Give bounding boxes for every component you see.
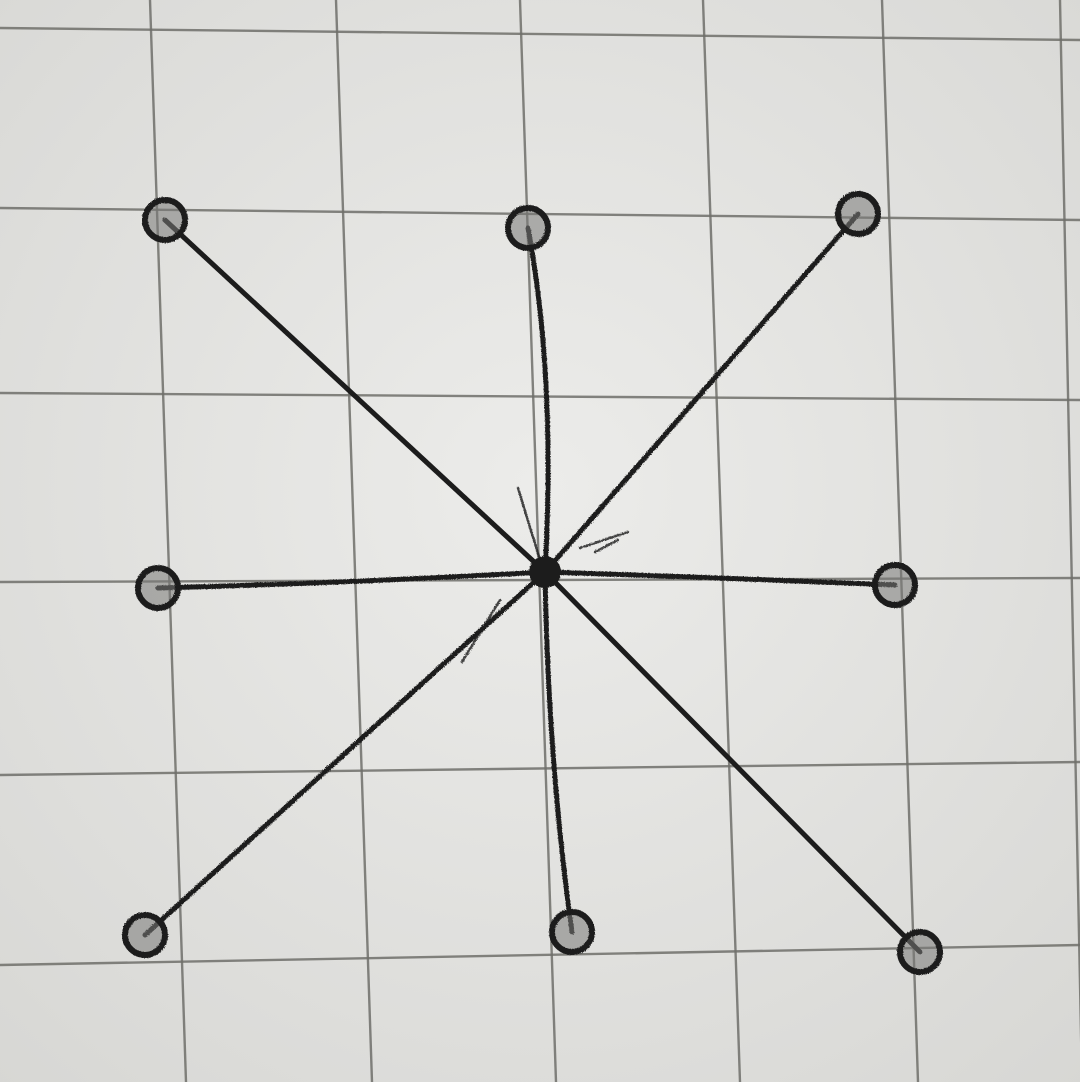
edge-c-n <box>525 225 551 575</box>
grid-line-horizontal <box>0 26 1080 42</box>
node-center-junction <box>529 556 561 588</box>
pencil-stroke <box>593 538 620 554</box>
edge-c-ne <box>542 211 861 575</box>
grid-line-vertical <box>701 0 742 1082</box>
node-nw <box>142 197 188 243</box>
graph-nodes <box>122 191 943 975</box>
edge-c-se <box>542 569 923 955</box>
edge-c-s <box>542 569 575 935</box>
grid-line-vertical <box>518 0 558 1082</box>
pencil-stroke <box>516 486 542 562</box>
edge-c-sw <box>142 569 548 938</box>
grid-line-vertical <box>880 0 920 1082</box>
node-sw <box>122 912 168 958</box>
pencil-stroke <box>578 530 630 550</box>
node-s <box>549 909 595 955</box>
grid-line-vertical <box>1058 0 1080 1043</box>
pencil-stroke <box>460 598 502 664</box>
grid-line-horizontal <box>0 760 1080 777</box>
grid-line-horizontal <box>0 391 1080 402</box>
grid-line-vertical <box>334 0 374 1082</box>
node-n <box>505 205 551 251</box>
edge-c-w <box>155 569 548 591</box>
node-w <box>135 565 181 611</box>
node-e <box>872 562 918 608</box>
graph-edges <box>142 211 923 955</box>
edge-c-nw <box>162 217 548 575</box>
node-se <box>897 929 943 975</box>
node-ne <box>835 191 881 237</box>
edge-c-e <box>542 569 898 588</box>
